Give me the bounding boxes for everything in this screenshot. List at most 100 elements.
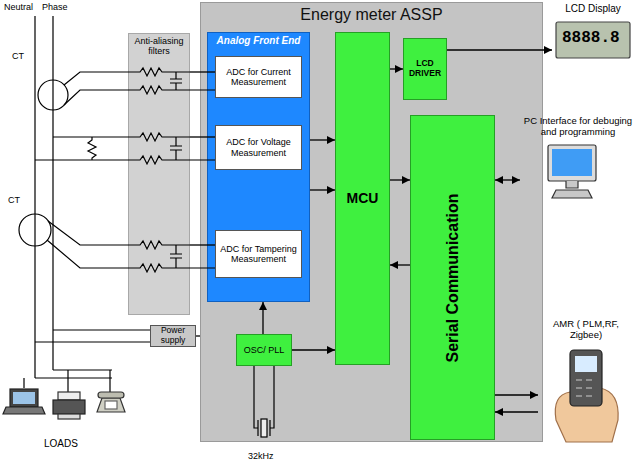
- filter-capacitor: [170, 137, 182, 160]
- group-label: LOADS: [44, 438, 78, 449]
- current-transformer: [19, 214, 51, 246]
- reader-device: AMR ( PLM,RF, Zigbee): [538, 318, 634, 446]
- part-label: CT: [12, 52, 24, 62]
- adc-block: ADC for Tampering Measurement: [215, 230, 302, 278]
- sense-wire: [88, 137, 96, 160]
- sense-wire: [35, 72, 150, 342]
- pc-monitor-icon: [552, 181, 592, 198]
- serial-block: Serial Communication: [410, 115, 495, 440]
- mcu-block: MCU: [335, 32, 390, 365]
- front-end-block: Analog Front EndADC for Current Measurem…: [207, 32, 310, 302]
- filter-resistor: [128, 68, 215, 272]
- sense-wire: [64, 72, 128, 105]
- signal-arrow: [447, 49, 552, 50]
- chip-housing-outline: [201, 3, 543, 442]
- current-transformer: [38, 80, 68, 110]
- signal-arrow: [390, 264, 410, 265]
- node-text: AMR ( PLM,RF, Zigbee): [540, 319, 632, 341]
- signal-wire: [196, 335, 200, 336]
- filter-capacitor: [170, 72, 182, 90]
- filter-resistor: [128, 133, 190, 141]
- filter-resistor: [128, 264, 215, 272]
- crystal-symbol: [254, 366, 274, 436]
- current-transformer: [19, 80, 68, 246]
- laptop-icon: [3, 407, 45, 414]
- node-text: Energy meter ASSP: [300, 6, 442, 24]
- signal-arrow: [390, 68, 403, 69]
- sense-wire: [35, 137, 128, 160]
- adc-block-outline: [216, 126, 302, 170]
- node-text: ADC for Tampering Measurement: [218, 244, 299, 265]
- filter-band: Anti-aliasing filters: [128, 33, 190, 315]
- pc-device: PC Interface for debuging and programmin…: [520, 115, 636, 205]
- serial-block-outline: [411, 116, 495, 440]
- part-label: CT: [8, 196, 20, 206]
- filter-resistor: [128, 68, 190, 76]
- handheld-reader-icon: [555, 350, 618, 442]
- adc-block-outline: [216, 231, 302, 278]
- oscillator-block: OSC/ PLL: [236, 334, 292, 366]
- node-text: Anti-aliasing filters: [130, 36, 188, 57]
- signal-arrow: [495, 394, 538, 395]
- signal-arrow: [292, 349, 335, 350]
- signal-arrow: [495, 411, 538, 412]
- display-digits: 8888.8: [562, 30, 620, 48]
- crystal-symbol: [254, 366, 274, 437]
- node-text: Analog Front End: [217, 35, 301, 47]
- pc-monitor-icon: [552, 149, 592, 176]
- handheld-reader-icon: [575, 356, 597, 372]
- signal-arrow: [310, 139, 335, 140]
- power-supply-box: Power supply: [150, 325, 196, 347]
- filter-resistor: [128, 86, 215, 94]
- printer-icon: [53, 400, 85, 414]
- crystal-symbol: [261, 419, 267, 437]
- phone-icon: [105, 401, 117, 409]
- node-text: ADC for Current Measurement: [218, 67, 299, 88]
- adc-block: ADC for Voltage Measurement: [215, 125, 302, 170]
- sense-wire: [35, 330, 150, 342]
- adc-block: ADC for Current Measurement: [215, 56, 302, 98]
- printer-icon: [58, 392, 80, 400]
- signal-arrow: [262, 302, 263, 334]
- node-text: MCU: [347, 190, 379, 206]
- phone-icon: [97, 392, 125, 412]
- adc-block-outline: [216, 57, 302, 98]
- signal-wire: [190, 244, 215, 245]
- laptop-icon: [10, 389, 38, 407]
- pc-monitor-icon: [548, 145, 596, 198]
- filter-resistor: [128, 156, 215, 164]
- filter-capacitor: [170, 72, 182, 268]
- handheld-reader-icon: [570, 350, 602, 406]
- signal-arrow: [495, 179, 520, 180]
- lcd-display-icon: [556, 22, 630, 58]
- lcd-driver-block: LCD DRIVER: [403, 38, 447, 100]
- phone-icon: [98, 392, 124, 398]
- lcd-display-icon: [556, 22, 630, 58]
- pc-monitor-icon: [548, 145, 596, 181]
- printer-icon: [58, 414, 80, 419]
- node-text: Serial Communication: [443, 127, 461, 428]
- node-text: ADC for Voltage Measurement: [218, 137, 299, 158]
- mcu-block-outline: [336, 33, 390, 365]
- filter-band-outline: [129, 34, 190, 315]
- mains-line: [35, 16, 53, 378]
- signal-wire: [190, 136, 215, 137]
- signal-wire: [190, 71, 215, 72]
- laptop-icon: [3, 389, 45, 414]
- phone-icon: [97, 398, 125, 412]
- power-supply-box-outline: [151, 326, 196, 347]
- line-label: Phase: [42, 3, 68, 13]
- front-end-block-outline: [208, 33, 310, 302]
- node-text: LCD Display: [565, 3, 621, 15]
- printer-icon: [53, 392, 85, 419]
- node-text: PC Interface for debuging and programmin…: [522, 116, 634, 138]
- sense-wire: [47, 221, 128, 268]
- laptop-icon: [13, 392, 35, 404]
- part-label: 32kHz: [248, 452, 274, 462]
- mains-line: [35, 16, 53, 378]
- lcd-driver-block-outline: [404, 39, 447, 100]
